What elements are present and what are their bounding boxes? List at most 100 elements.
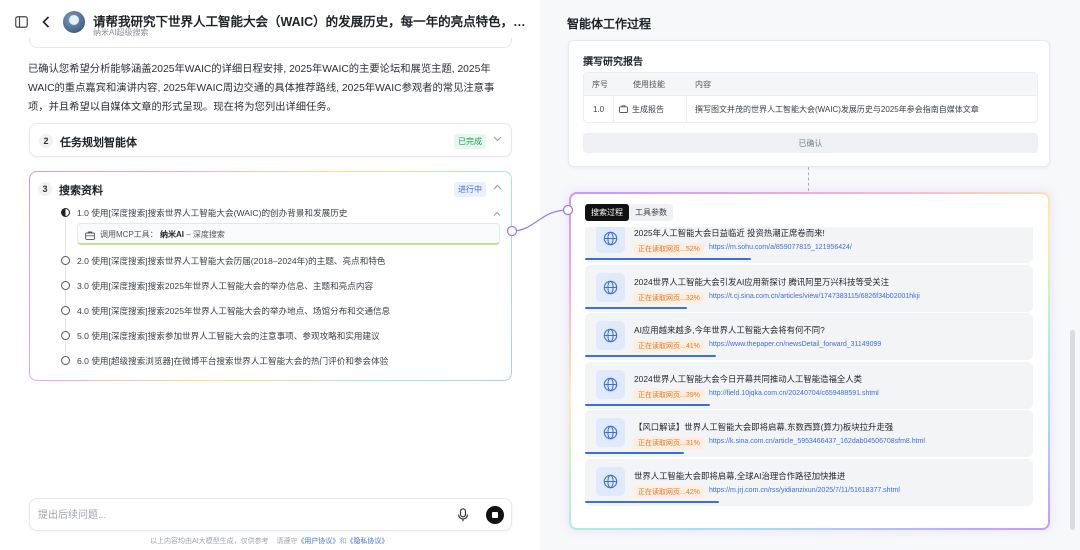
previous-card-edge bbox=[29, 38, 512, 48]
search-result-item[interactable]: 2025年人工智能大会日益临近 投资热潮正席卷而来! 正在读取网页...52% ht… bbox=[585, 227, 1033, 263]
globe-icon bbox=[596, 227, 625, 253]
step-chevron-up-icon[interactable] bbox=[493, 208, 501, 218]
search-result-item[interactable]: 世界人工智能大会即将启幕,全球AI治理合作路径加快推进正在读取网页...42% h… bbox=[585, 458, 1033, 506]
search-number-badge: 3 bbox=[38, 182, 52, 196]
result-url-link[interactable]: https://m.jrj.com.cn/rss/yidianzixun/202… bbox=[709, 486, 900, 494]
reading-progress-bar bbox=[585, 452, 684, 454]
avatar bbox=[63, 11, 85, 33]
step-status-pending-icon bbox=[61, 306, 70, 315]
confirmed-button[interactable]: 已确认 bbox=[583, 133, 1038, 153]
search-materials-card: 3 搜索资料 进行中 1.0 使用[深度搜索]搜索世界人工智能大会(WAIC)的… bbox=[29, 171, 512, 381]
row-skill: 生成报告 bbox=[632, 104, 664, 114]
result-title[interactable]: 2025年人工智能大会日益临近 投资热潮正席卷而来! bbox=[634, 228, 825, 238]
step-item[interactable]: 3.0 使用[深度搜索]搜索2025年世界人工智能大会的举办信息、主题和亮点内容 bbox=[77, 281, 374, 291]
result-title[interactable]: 【风口解读】世界人工智能大会即将启幕,东数西算(算力)板块拉升走强 bbox=[634, 422, 894, 432]
tab-search-process[interactable]: 搜索过程 bbox=[585, 204, 629, 221]
status-badge-running: 进行中 bbox=[454, 182, 486, 197]
result-title[interactable]: AI应用越来越多,今年世界人工智能大会将有何不同? bbox=[634, 325, 825, 335]
reading-progress-bar bbox=[585, 258, 751, 260]
scrollbar[interactable] bbox=[1070, 330, 1075, 530]
result-title[interactable]: 2024世界人工智能大会今日开幕共同推动人工智能造福全人类 bbox=[634, 373, 863, 384]
reading-progress-badge: 正在读取网页...32% bbox=[634, 291, 704, 304]
row-seq: 1.0 bbox=[593, 104, 605, 114]
reading-progress-bar bbox=[585, 500, 719, 503]
globe-icon bbox=[596, 418, 625, 447]
task-planning-card[interactable]: 2 任务规划智能体 已完成 bbox=[29, 123, 512, 157]
toolbox-icon bbox=[619, 105, 628, 113]
chevron-down-icon[interactable] bbox=[493, 134, 502, 144]
step-status-pending-icon bbox=[61, 256, 70, 265]
row-content: 撰写图文并茂的世界人工智能大会(WAIC)发展历史与2025年参会指南自媒体文章 bbox=[695, 104, 979, 114]
row-skill-cell: 生成报告 bbox=[619, 96, 664, 122]
search-process-panel: 搜索过程 工具参数 2025年人工智能大会日益临近 投资热潮正席卷而来! 正在读取… bbox=[569, 192, 1050, 530]
write-report-card: 撰写研究报告 序号 使用技能 内容 1.0 生成报告 撰写图文并茂的世界人工智能… bbox=[568, 40, 1050, 167]
step-status-pending-icon bbox=[61, 281, 70, 290]
step-item[interactable]: 5.0 使用[深度搜索]搜索参加世界人工智能大会的注意事项、参观攻略和实用建议 bbox=[77, 331, 380, 341]
step-item[interactable]: 4.0 使用[深度搜索]搜索2025年世界人工智能大会的举办地点、场馆分布和交通… bbox=[77, 306, 391, 316]
reading-progress-bar bbox=[585, 306, 687, 309]
back-arrow-icon[interactable] bbox=[40, 15, 52, 29]
col-header-skill: 使用技能 bbox=[633, 79, 665, 89]
step-item[interactable]: 2.0 使用[深度搜索]搜索世界人工智能大会历届(2018–2024年)的主题、… bbox=[77, 256, 386, 266]
search-result-item[interactable]: 2024世界人工智能大会引发AI应用新探讨 腾讯阿里万兴科技等受关注正在读取网页… bbox=[585, 264, 1033, 312]
reading-progress-bar bbox=[585, 355, 716, 357]
report-table-header: 序号 使用技能 内容 bbox=[584, 73, 1037, 96]
result-url-link[interactable]: http://field.10jqka.com.cn/20240704/c659… bbox=[709, 389, 879, 397]
col-header-seq: 序号 bbox=[592, 79, 608, 89]
reading-progress-badge: 正在读取网页...42% bbox=[634, 485, 704, 498]
mcp-tool-call[interactable]: 调用MCP工具： 纳米AI – 深度搜索 bbox=[77, 223, 500, 245]
reading-progress-badge: 正在读取网页...31% bbox=[634, 437, 704, 449]
task-number-badge: 2 bbox=[39, 134, 53, 148]
microphone-icon[interactable] bbox=[457, 508, 469, 522]
status-badge-done: 已完成 bbox=[454, 134, 486, 149]
footer-disclaimer: 以上内容均由AI大模型生成，仅供参考 请遵守《用户协议》和《隐私协议》 bbox=[150, 538, 389, 545]
page-subtitle: 纳米AI超级搜索 bbox=[93, 28, 149, 37]
search-panel-tabs: 搜索过程 工具参数 bbox=[585, 204, 673, 221]
globe-icon bbox=[596, 369, 625, 399]
result-url-link[interactable]: https://t.cj.sina.com.cn/articles/view/1… bbox=[709, 292, 920, 300]
user-agreement-link[interactable]: 《用户协议》 bbox=[297, 538, 340, 545]
globe-icon bbox=[596, 466, 625, 496]
result-url-link[interactable]: https://k.sina.com.cn/article_5953466437… bbox=[709, 438, 925, 445]
column-separator bbox=[686, 96, 687, 122]
top-bar: 请帮我研究下世界人工智能大会（WAIC）的发展历史，每一年的亮点特色，然后针对2… bbox=[0, 0, 540, 44]
search-results-list: 2025年人工智能大会日益临近 投资热潮正席卷而来! 正在读取网页...52% ht… bbox=[585, 227, 1033, 522]
tab-tool-params[interactable]: 工具参数 bbox=[635, 208, 667, 217]
follow-up-input-box bbox=[29, 498, 512, 531]
stop-generation-button[interactable] bbox=[486, 506, 504, 524]
intro-paragraph: 已确认您希望分析能够涵盖2025年WAIC的详细日程安排, 2025年WAIC的… bbox=[28, 64, 495, 113]
reading-progress-badge: 正在读取网页...39% bbox=[634, 388, 704, 401]
result-title[interactable]: 2024世界人工智能大会引发AI应用新探讨 腾讯阿里万兴科技等受关注 bbox=[634, 276, 889, 287]
reading-progress-badge: 正在读取网页...52% bbox=[634, 243, 704, 255]
search-result-item[interactable]: 【风口解读】世界人工智能大会即将启幕,东数西算(算力)板块拉升走强正在读取网页.… bbox=[585, 410, 1033, 457]
reading-progress-badge: 正在读取网页...41% bbox=[634, 340, 704, 352]
report-title: 撰写研究报告 bbox=[583, 57, 643, 68]
search-result-item[interactable]: 2024世界人工智能大会今日开幕共同推动人工智能造福全人类正在读取网页...39… bbox=[585, 361, 1033, 409]
chevron-up-icon[interactable] bbox=[493, 182, 502, 192]
report-table: 序号 使用技能 内容 1.0 生成报告 撰写图文并茂的世界人工智能大会(WAIC… bbox=[583, 72, 1038, 123]
column-separator bbox=[613, 96, 614, 122]
toolbox-icon bbox=[85, 229, 95, 243]
search-materials-title: 搜索资料 bbox=[59, 185, 103, 197]
mcp-tool-label: 调用MCP工具： 纳米AI – 深度搜索 bbox=[100, 230, 225, 239]
result-url-link[interactable]: https://www.thepaper.cn/newsDetail_forwa… bbox=[709, 341, 882, 348]
follow-up-input[interactable] bbox=[38, 506, 438, 524]
result-url-link[interactable]: https://m.sohu.com/a/859077815_121956424… bbox=[709, 244, 852, 251]
globe-icon bbox=[596, 272, 625, 302]
agent-process-panel: 智能体工作过程 撰写研究报告 序号 使用技能 内容 1.0 生成报告 撰写图文并… bbox=[540, 0, 1080, 550]
search-result-item[interactable]: AI应用越来越多,今年世界人工智能大会将有何不同? 正在读取网页...41% htt… bbox=[585, 313, 1033, 360]
step-item[interactable]: 1.0 使用[深度搜索]搜索世界人工智能大会(WAIC)的创办背景和发展历史 bbox=[77, 208, 348, 218]
privacy-policy-link[interactable]: 《隐私协议》 bbox=[346, 538, 389, 545]
step-status-pending-icon bbox=[61, 331, 70, 340]
agent-process-title: 智能体工作过程 bbox=[567, 17, 652, 31]
table-row: 1.0 生成报告 撰写图文并茂的世界人工智能大会(WAIC)发展历史与2025年… bbox=[584, 96, 1037, 122]
step-status-pending-icon bbox=[61, 356, 70, 365]
flow-connector-line bbox=[808, 167, 809, 191]
result-title[interactable]: 世界人工智能大会即将启幕,全球AI治理合作路径加快推进 bbox=[634, 470, 846, 481]
sidebar-toggle-icon[interactable] bbox=[14, 15, 28, 29]
task-planning-title: 任务规划智能体 bbox=[60, 137, 137, 149]
chat-panel: 请帮我研究下世界人工智能大会（WAIC）的发展历史，每一年的亮点特色，然后针对2… bbox=[0, 0, 540, 550]
col-header-content: 内容 bbox=[695, 79, 711, 89]
page-title: 请帮我研究下世界人工智能大会（WAIC）的发展历史，每一年的亮点特色，然后针对2… bbox=[93, 15, 533, 29]
step-item[interactable]: 6.0 使用[超级搜索浏览器]在微博平台搜索世界人工智能大会的热门评价和参会体验 bbox=[77, 356, 389, 366]
